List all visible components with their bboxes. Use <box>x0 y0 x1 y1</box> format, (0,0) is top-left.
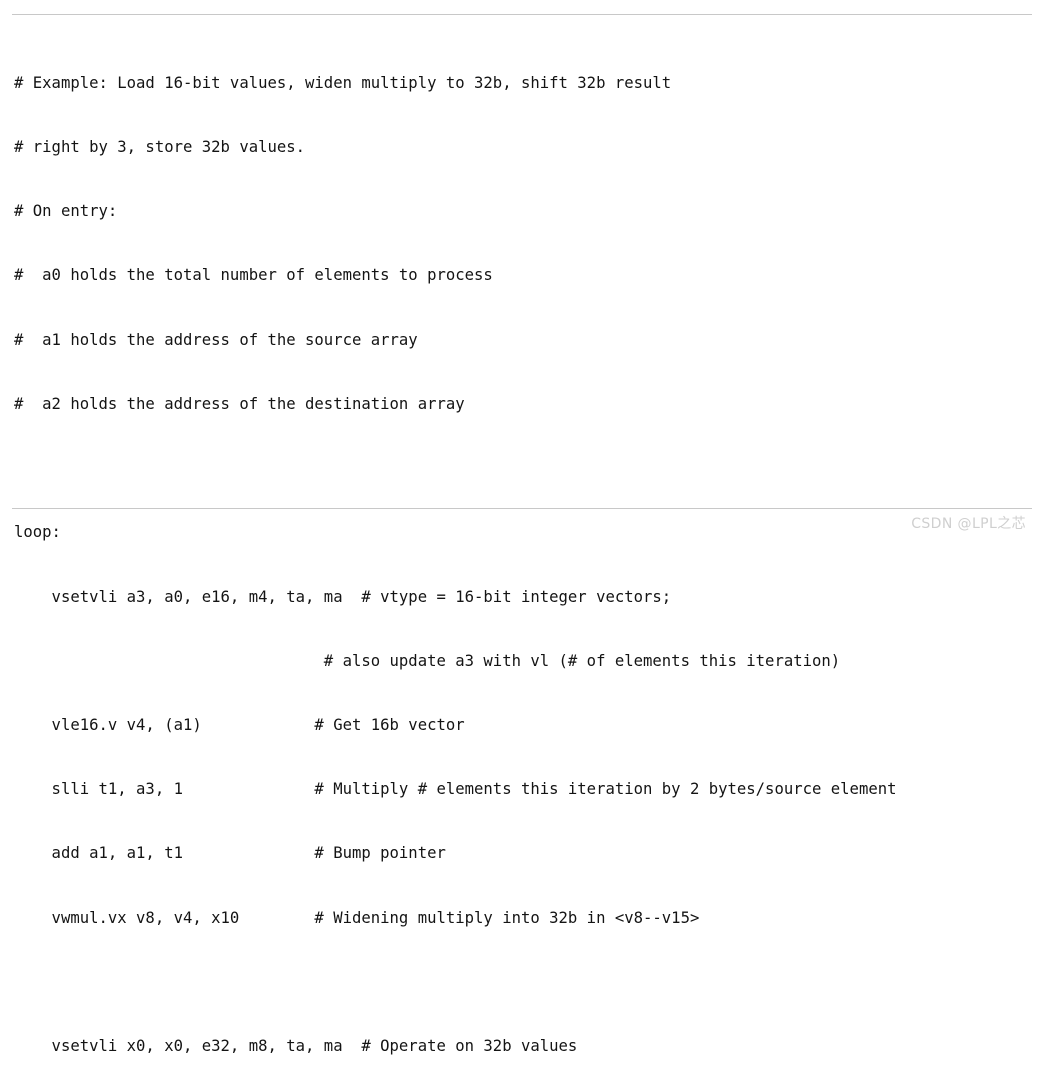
code-line: vsetvli x0, x0, e32, m8, ta, ma # Operat… <box>14 1037 578 1056</box>
code-line-comment-continuation: # also update a3 with vl (# of elements … <box>14 651 841 670</box>
code-block: # Example: Load 16-bit values, widen mul… <box>14 30 1024 1082</box>
code-line: # a1 holds the address of the source arr… <box>14 330 418 349</box>
code-line: # a2 holds the address of the destinatio… <box>14 394 465 413</box>
code-line: slli t1, a3, 1 # Multiply # elements thi… <box>14 780 897 799</box>
code-line: # a0 holds the total number of elements … <box>14 266 493 285</box>
bottom-divider-rule <box>12 508 1032 509</box>
code-line-label-loop: loop: <box>14 523 61 542</box>
code-line: vwmul.vx v8, v4, x10 # Widening multiply… <box>14 908 700 927</box>
csdn-watermark: CSDN @LPL之芯 <box>911 516 1026 532</box>
code-line: # On entry: <box>14 202 118 221</box>
code-line-blank <box>14 458 1024 479</box>
code-line: vle16.v v4, (a1) # Get 16b vector <box>14 715 465 734</box>
top-divider-rule <box>12 14 1032 15</box>
code-line-blank <box>14 972 1024 993</box>
code-line: # Example: Load 16-bit values, widen mul… <box>14 73 672 92</box>
code-line: add a1, a1, t1 # Bump pointer <box>14 844 446 863</box>
code-line: vsetvli a3, a0, e16, m4, ta, ma # vtype … <box>14 587 672 606</box>
code-listing-page: # Example: Load 16-bit values, widen mul… <box>12 14 1032 1055</box>
code-line: # right by 3, store 32b values. <box>14 138 306 157</box>
